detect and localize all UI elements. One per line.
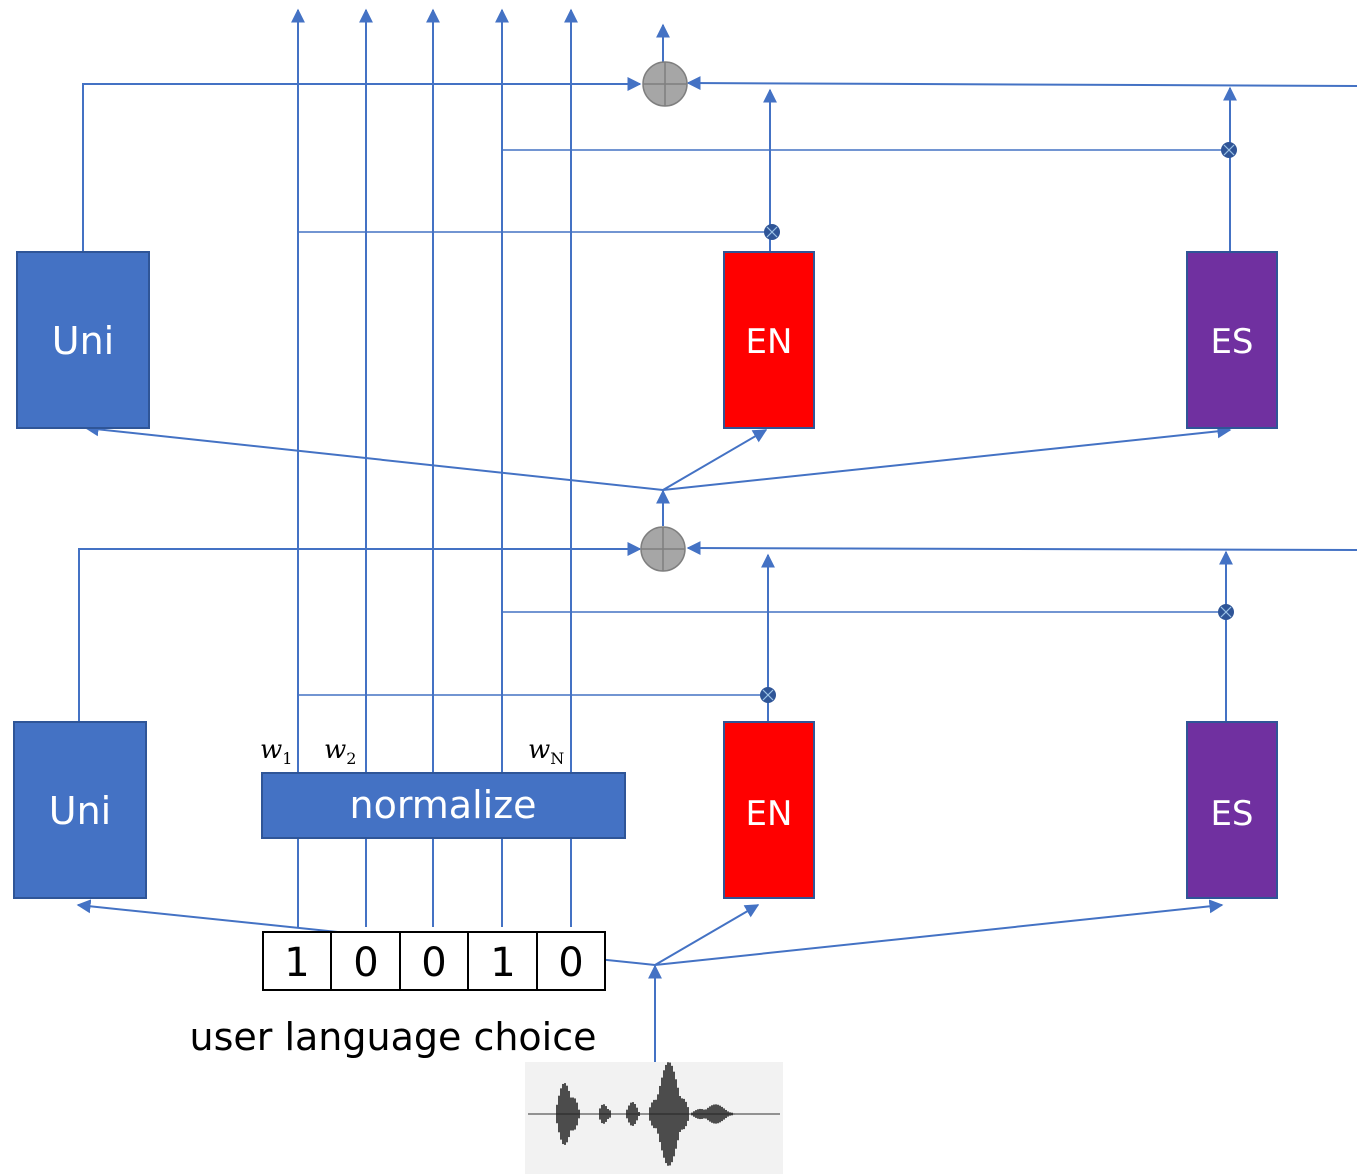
weight-label-w1: w1: [260, 735, 292, 768]
language-vector: [262, 931, 606, 991]
lower-adder-icon: [640, 526, 686, 572]
upper-fan-en: [662, 429, 768, 491]
lower-uni-box: Uni: [13, 721, 147, 899]
lower-es-label: ES: [1210, 794, 1253, 834]
normalize-box: normalize: [261, 772, 626, 839]
weight-label-wN: wN: [528, 735, 564, 768]
upper-es-multiplier-icon: [1221, 142, 1237, 158]
lower-fan-en: [654, 904, 760, 966]
upper-adder-icon: [642, 61, 688, 107]
vector-cell-5: 0: [558, 940, 583, 986]
vector-cell-3: 0: [421, 940, 446, 986]
vector-cell-2: 0: [353, 940, 378, 986]
language-choice-caption: user language choice: [189, 1015, 596, 1059]
lower-fan-es: [654, 899, 1224, 966]
lower-uni-label: Uni: [49, 789, 111, 833]
upper-uni-box: Uni: [16, 251, 150, 429]
weight-label-w2: w2: [324, 735, 356, 768]
upper-en-box: EN: [723, 251, 815, 429]
lower-en-box: EN: [723, 721, 815, 899]
upper-right-input: [686, 76, 1357, 91]
lower-es-multiplier-icon: [1218, 604, 1234, 620]
upper-fan-es: [662, 424, 1232, 491]
upper-en-multiplier-icon: [764, 224, 780, 240]
audio-waveform-icon: [525, 1062, 783, 1174]
upper-uni-path: [82, 77, 642, 252]
lower-uni-path: [78, 542, 642, 722]
lower-en-label: EN: [746, 794, 793, 834]
upper-en-label: EN: [746, 322, 793, 362]
upper-uni-label: Uni: [52, 319, 114, 363]
upper-es-label: ES: [1210, 322, 1253, 362]
vector-cell-1: 1: [284, 940, 309, 986]
lower-en-multiplier-icon: [760, 687, 776, 703]
normalize-label: normalize: [349, 783, 536, 827]
upper-fan-uni: [84, 422, 664, 491]
vector-cell-4: 1: [490, 940, 515, 986]
lower-right-input: [686, 541, 1357, 556]
lower-es-box: ES: [1186, 721, 1278, 899]
upper-es-box: ES: [1186, 251, 1278, 429]
